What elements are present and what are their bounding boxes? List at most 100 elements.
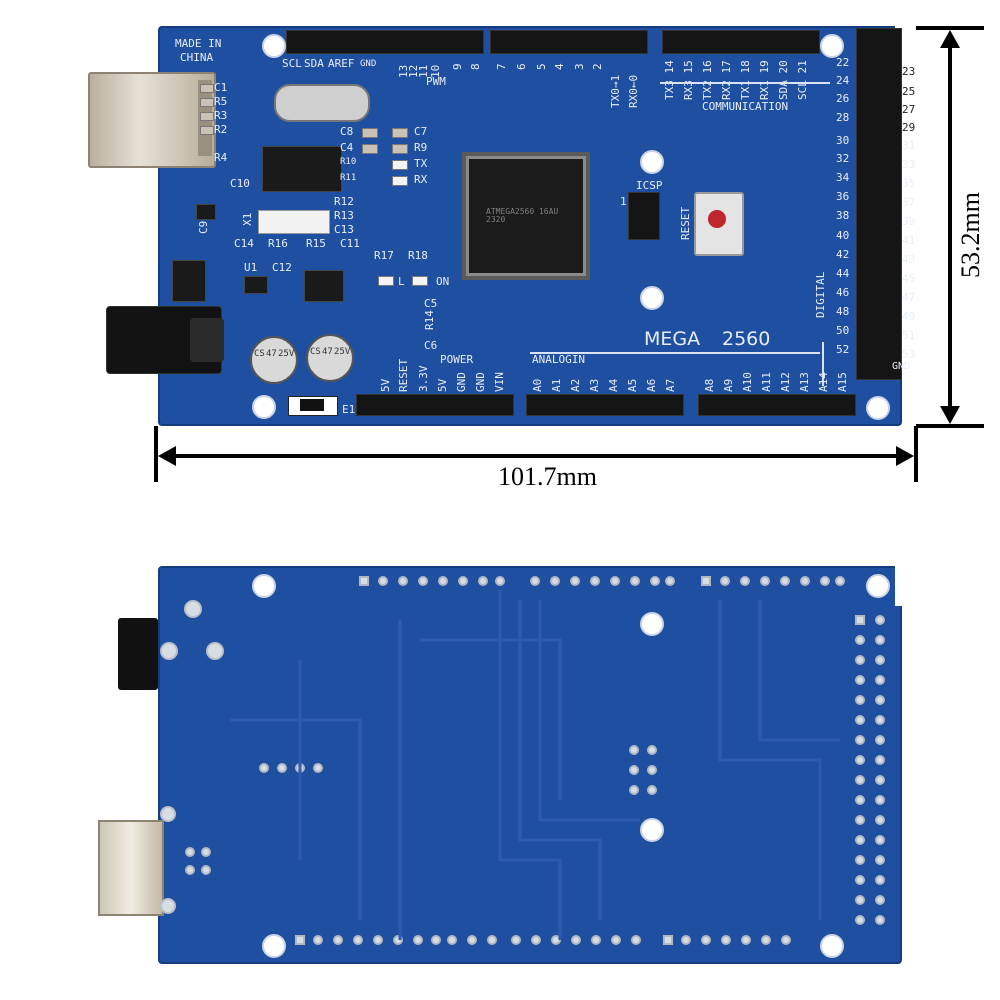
capacitor-label-47: 47 bbox=[322, 347, 333, 357]
dc-power-jack-bottom bbox=[118, 618, 158, 690]
label-c14: C14 bbox=[234, 237, 254, 250]
capacitor-label-25v: 25V bbox=[334, 347, 351, 357]
electrolytic-capacitor bbox=[306, 334, 354, 382]
digital-pin-34: 34 bbox=[836, 171, 850, 184]
label-c13: C13 bbox=[334, 223, 354, 236]
digital-pin-28: 28 bbox=[836, 111, 850, 124]
solder-pad-large bbox=[160, 806, 176, 822]
label-r9: R9 bbox=[414, 141, 428, 154]
communication-label: COMMUNICATION bbox=[702, 100, 789, 113]
capacitor-label-47: 47 bbox=[266, 349, 277, 359]
electrolytic-capacitor bbox=[250, 336, 298, 384]
dc-power-jack-body bbox=[190, 318, 224, 362]
bottom-solder-pads bbox=[185, 576, 885, 945]
digital-pin-49: 49 bbox=[902, 310, 916, 323]
digital-pin-23: 23 bbox=[902, 65, 916, 78]
header-top-comm bbox=[662, 30, 820, 54]
solder-pad-large bbox=[206, 642, 224, 660]
digital-pin-38: 38 bbox=[836, 209, 850, 222]
mounting-hole-bottom bbox=[820, 934, 844, 958]
header-top-mid bbox=[490, 30, 648, 54]
mounting-hole bbox=[262, 34, 286, 58]
pcb-trace bbox=[822, 342, 824, 386]
label-c12: C12 bbox=[272, 261, 292, 274]
voltage-regulator-chip bbox=[304, 270, 344, 302]
rx-led bbox=[392, 176, 408, 186]
pin-label-gnd: GND bbox=[360, 59, 377, 69]
smd-resistor bbox=[362, 144, 378, 154]
label-c6: C6 bbox=[424, 339, 438, 352]
board-bottom-notch bbox=[895, 566, 913, 606]
transistor bbox=[196, 204, 216, 220]
smd-resistor bbox=[200, 112, 214, 121]
digital-pin-27: 27 bbox=[902, 103, 916, 116]
digital-pin-31: 31 bbox=[902, 139, 916, 152]
smd-resistor bbox=[200, 84, 214, 93]
digital-pin-53: 53 bbox=[902, 348, 916, 361]
label-c11: C11 bbox=[340, 237, 360, 250]
header-bottom-analog-2 bbox=[698, 394, 856, 416]
chip-marking: ATMEGA2560 16AU 2320 bbox=[486, 207, 559, 224]
label-c7: C7 bbox=[414, 125, 428, 138]
digital-pin-26: 26 bbox=[836, 92, 850, 105]
pin-label-aref: AREF bbox=[328, 57, 355, 70]
label-r12: R12 bbox=[334, 195, 354, 208]
label-r4: R4 bbox=[214, 151, 228, 164]
smd-resistor bbox=[200, 126, 214, 135]
digital-pin-24: 24 bbox=[836, 74, 850, 87]
fuse-e1-body bbox=[300, 399, 324, 411]
board-model-number: 2560 bbox=[722, 328, 771, 350]
mounting-hole bbox=[820, 34, 844, 58]
header-top-left bbox=[286, 30, 484, 54]
mounting-hole bbox=[640, 150, 664, 174]
digital-pin-40: 40 bbox=[836, 229, 850, 242]
label-c1: C1 bbox=[214, 81, 228, 94]
china-label: CHINA bbox=[180, 51, 214, 64]
usb-serial-chip bbox=[262, 146, 342, 192]
digital-pin-41: 41 bbox=[902, 234, 916, 247]
x1-header bbox=[258, 210, 330, 234]
label-c10: C10 bbox=[230, 177, 250, 190]
pin-label-sda: SDA bbox=[304, 57, 324, 70]
mounting-hole-bottom bbox=[866, 574, 890, 598]
pcb-trace bbox=[530, 352, 820, 354]
small-ic bbox=[244, 276, 268, 294]
label-u1: U1 bbox=[244, 261, 258, 274]
label-e1: E1 bbox=[342, 403, 356, 416]
digital-pin-30: 30 bbox=[836, 134, 850, 147]
height-dimension-label: 53.2mm bbox=[956, 192, 985, 278]
mounting-hole-bottom bbox=[262, 934, 286, 958]
capacitor-label-25v: 25V bbox=[278, 349, 295, 359]
header-right-digital bbox=[856, 28, 902, 380]
digital-pin-50: 50 bbox=[836, 324, 850, 337]
on-led bbox=[412, 276, 428, 286]
digital-pin-42: 42 bbox=[836, 248, 850, 261]
crystal-oscillator bbox=[274, 84, 370, 122]
tx-led bbox=[392, 160, 408, 170]
width-dimension-label: 101.7mm bbox=[498, 462, 597, 491]
atmega2560-chip bbox=[466, 156, 586, 276]
pwm-label: PWM bbox=[426, 75, 446, 88]
mounting-hole bbox=[640, 286, 664, 310]
header-bottom-power bbox=[356, 394, 514, 416]
digital-pin-51: 51 bbox=[902, 329, 916, 342]
reset-button-cap[interactable] bbox=[708, 210, 726, 228]
label-c8: C8 bbox=[340, 125, 354, 138]
mounting-hole bbox=[252, 395, 276, 419]
icsp-header bbox=[628, 192, 660, 240]
board-model-mega: MEGA bbox=[644, 328, 701, 350]
label-c5: C5 bbox=[424, 297, 438, 310]
power-header-title: POWER bbox=[440, 353, 474, 366]
icsp-label: ICSP bbox=[636, 179, 663, 192]
header-bottom-analog-1 bbox=[526, 394, 684, 416]
smd-resistor bbox=[392, 144, 408, 154]
digital-pin-22: 22 bbox=[836, 56, 850, 69]
digital-pin-45: 45 bbox=[902, 272, 916, 285]
digital-pin-35: 35 bbox=[902, 177, 916, 190]
label-c4: C4 bbox=[340, 141, 354, 154]
label-r11: R11 bbox=[340, 173, 357, 183]
mounting-hole-bottom bbox=[252, 574, 276, 598]
pin-label-scl: SCL bbox=[282, 57, 302, 70]
label-r15: R15 bbox=[306, 237, 326, 250]
solder-pad-large bbox=[184, 600, 202, 618]
